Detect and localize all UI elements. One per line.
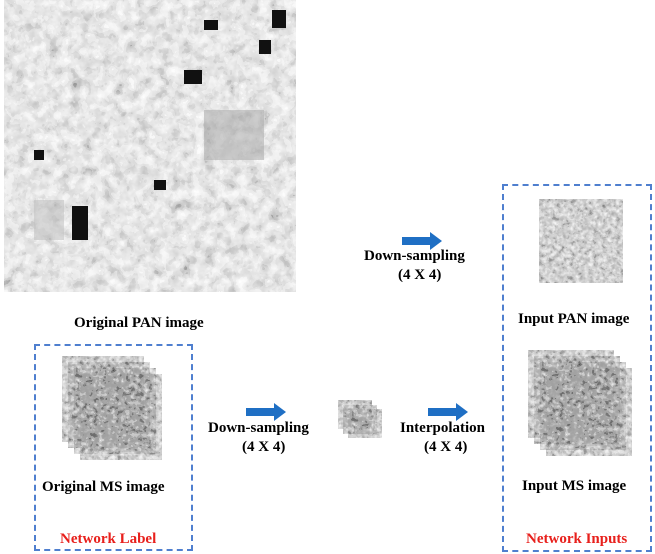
network-inputs-caption: Network Inputs — [526, 531, 628, 547]
input-ms-label: Input MS image — [522, 478, 627, 494]
downsampling-bottom-factor: (4 X 4) — [242, 439, 286, 455]
input-pan-label: Input PAN image — [518, 311, 630, 327]
downsampling-top-label: Down-sampling — [364, 248, 465, 264]
network-label-caption: Network Label — [60, 531, 157, 547]
interpolation-factor: (4 X 4) — [424, 439, 468, 455]
original-ms-label: Original MS image — [42, 479, 165, 495]
original-pan-label: Original PAN image — [74, 315, 204, 331]
downsampling-bottom-label: Down-sampling — [208, 420, 309, 436]
original-ms-image-stack — [62, 356, 162, 460]
right-arrow-icon — [428, 403, 468, 421]
downsampled-ms-image-stack — [338, 400, 382, 438]
downsampling-top-factor: (4 X 4) — [398, 267, 442, 283]
input-pan-image — [539, 199, 623, 283]
network-inputs-box — [502, 184, 652, 552]
input-ms-image-stack — [528, 350, 632, 456]
interpolation-label: Interpolation — [400, 420, 486, 436]
right-arrow-icon — [246, 403, 286, 421]
network-label-box — [34, 344, 193, 551]
right-arrow-icon — [402, 232, 442, 250]
original-pan-image — [4, 0, 296, 292]
